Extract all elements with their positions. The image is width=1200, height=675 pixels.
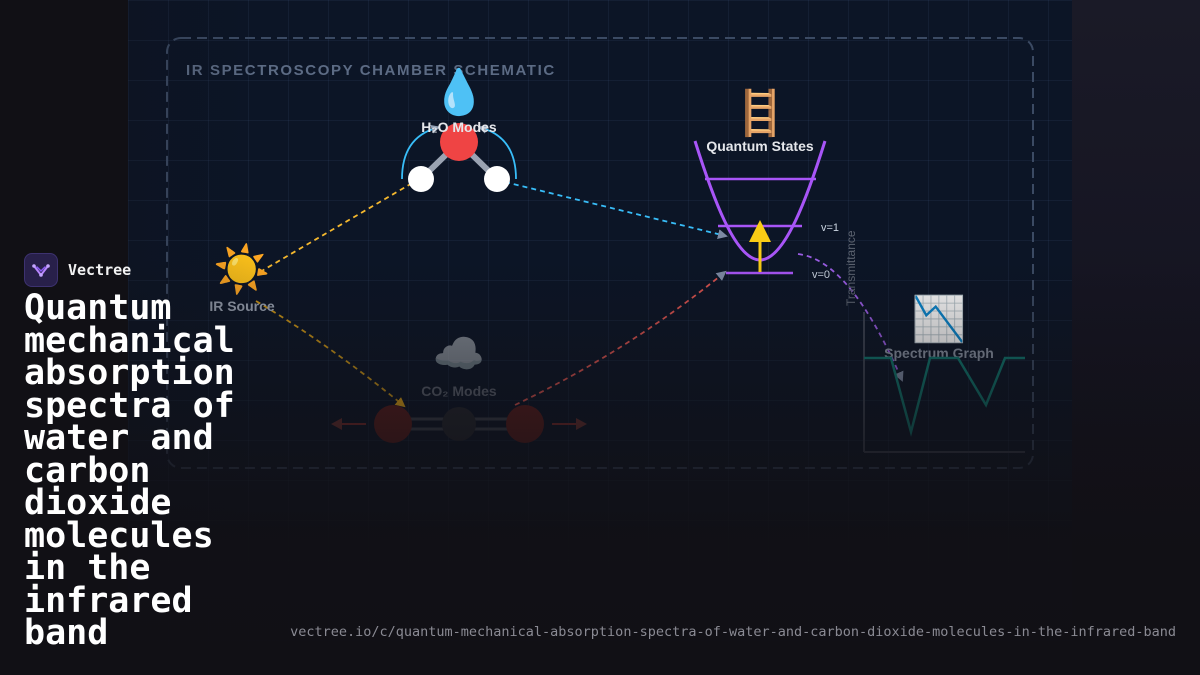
sun-icon: ☀️ [213,241,270,297]
cloud-icon: ☁️ [433,330,485,377]
co2-oxygen-right [506,405,544,443]
page-title: Quantum mechanical absorption spectra of… [24,288,235,653]
hydrogen-atom-right [484,166,510,192]
path-h2o-to-quantum [504,181,728,239]
co2-stretch-arrowhead-left [331,418,342,430]
co2-label: CO₂ Modes [421,383,497,399]
level-v1-label: v=1 [821,222,839,234]
water-drop-icon: 💧 [432,67,487,117]
chart-decreasing-icon: 📉 [912,294,967,344]
co2-stretch-arrowhead-right [576,418,587,430]
co2-carbon [442,407,476,441]
quantum-label: Quantum States [706,138,814,154]
spectrum-line [864,356,1025,437]
beam-source-to-co2 [255,300,406,408]
co2-oxygen-left [374,405,412,443]
ladder-icon: 🪜 [733,88,788,138]
spectrum-y-axis-label: Transmittance [844,230,858,306]
brand-name: Vectree [68,261,132,279]
page-url[interactable]: vectree.io/c/quantum-mechanical-absorpti… [290,624,1176,640]
h2o-label: H₂O Modes [421,119,497,135]
vectree-logo-icon [24,253,58,287]
path-co2-to-quantum [514,270,727,406]
diagram-heading: IR SPECTROSCOPY CHAMBER SCHEMATIC [186,62,556,79]
level-v0-label: v=0 [812,269,830,281]
beam-source-to-h2o [259,181,415,273]
brand: Vectree [24,253,131,287]
hydrogen-atom-left [408,166,434,192]
excitation-arrowhead [749,220,771,242]
